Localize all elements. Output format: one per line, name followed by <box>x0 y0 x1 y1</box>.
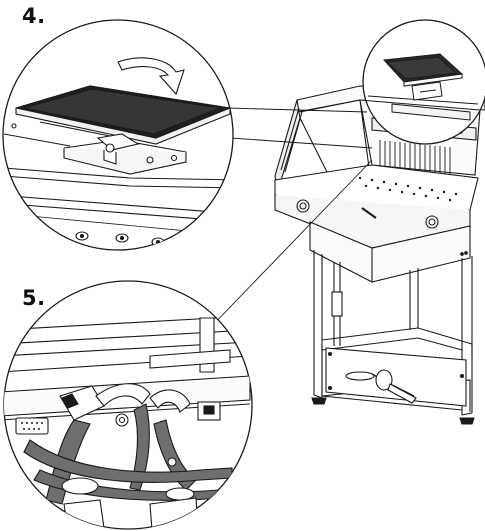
detail-circle-step-4 <box>2 19 234 251</box>
step-5-label: 5. <box>22 286 46 310</box>
detail-circle-step-5 <box>3 280 253 530</box>
detail-circle-machine-top <box>362 19 485 145</box>
step-4-label: 4. <box>22 4 46 28</box>
callout-leader-lines <box>207 107 373 331</box>
rotate-arrow-icon <box>117 57 185 96</box>
